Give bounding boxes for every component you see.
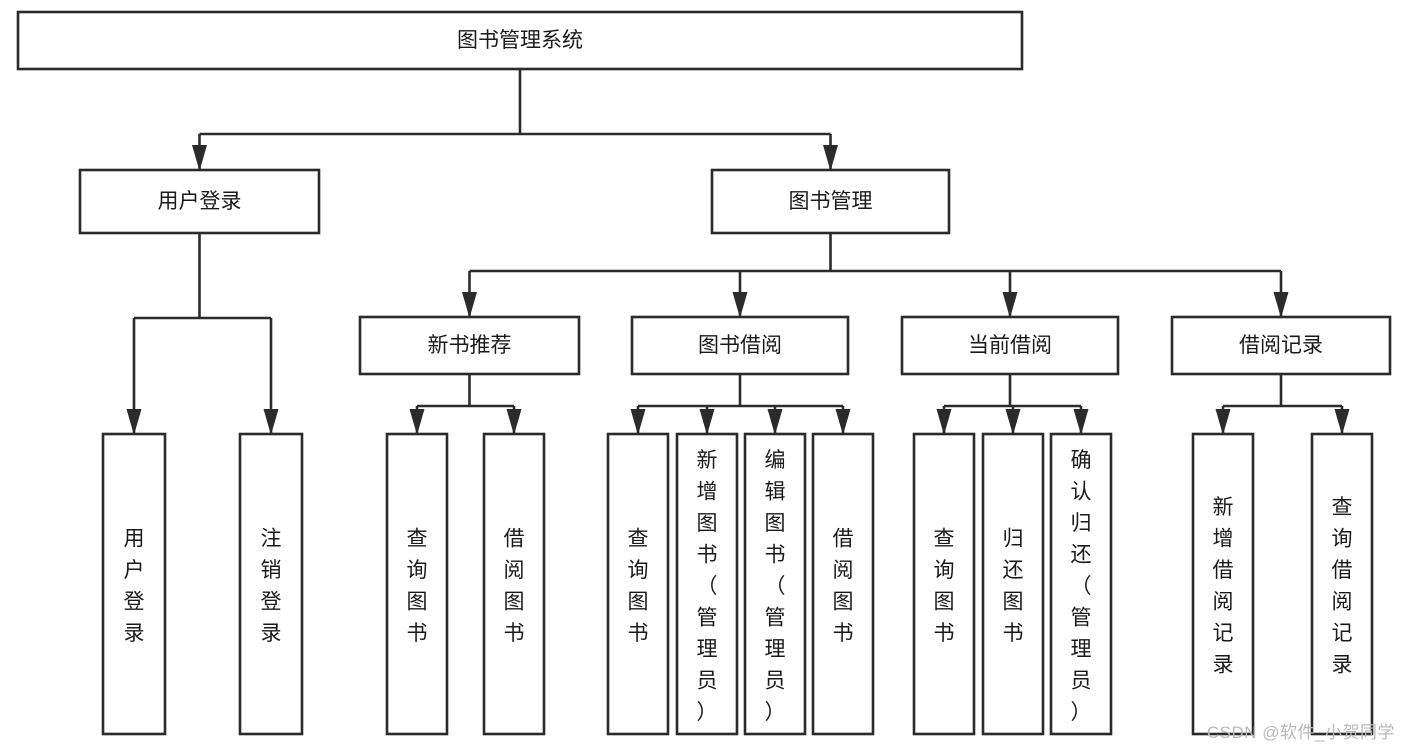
edge-arrowhead	[1073, 409, 1089, 435]
watermark: CSDN @软件_小贺同学	[1206, 723, 1395, 742]
edge-arrowhead	[936, 409, 952, 435]
node-leaf-query-book-cur[interactable]: 查询图书	[912, 432, 976, 736]
node-box[interactable]	[630, 315, 850, 376]
node-book-manage[interactable]: 图书管理	[710, 168, 951, 235]
node-leaf-query-book-borrow[interactable]: 查询图书	[606, 432, 670, 736]
node-label: 借阅记录	[1239, 334, 1323, 357]
node-box[interactable]	[743, 432, 807, 736]
edge-arrowhead	[767, 409, 783, 435]
node-box[interactable]	[238, 432, 304, 736]
node-root[interactable]: 图书管理系统	[16, 10, 1024, 71]
edge-arrowhead	[462, 292, 477, 318]
node-leaf-borrow-book[interactable]: 借阅图书	[811, 432, 875, 736]
node-box[interactable]	[385, 432, 449, 736]
node-label: 归还图书	[1003, 528, 1024, 646]
node-label: 查询图书	[628, 528, 649, 646]
edge-arrowhead	[732, 292, 748, 318]
edge-arrowhead	[1215, 409, 1231, 435]
edge-arrowhead	[126, 409, 142, 435]
node-leaf-borrow-book-rec[interactable]: 借阅图书	[482, 432, 546, 736]
node-box[interactable]	[16, 10, 1024, 71]
edge-arrowhead	[823, 145, 838, 171]
node-leaf-add-book[interactable]: 新增图书（管理员）	[675, 432, 739, 736]
nodes-layer: 图书管理系统用户登录图书管理新书推荐图书借阅当前借阅借阅记录用户登录注销登录查询…	[16, 10, 1392, 736]
edge-arrowhead	[506, 409, 522, 435]
edge-group-user-login	[126, 233, 279, 435]
node-leaf-edit-book[interactable]: 编辑图书（管理员）	[743, 432, 807, 736]
node-borrow-record[interactable]: 借阅记录	[1170, 315, 1392, 376]
node-label: 查询借阅记录	[1332, 496, 1353, 677]
node-label: 图书管理系统	[457, 29, 583, 52]
node-label: 用户登录	[124, 528, 145, 646]
edge-group-new-book-rec	[409, 374, 522, 435]
edge-arrowhead	[699, 409, 715, 435]
node-label: 新书推荐	[428, 334, 512, 357]
edge-group-book-borrow	[630, 374, 851, 435]
node-box[interactable]	[482, 432, 546, 736]
edge-arrowhead	[1334, 409, 1350, 435]
node-leaf-user-login[interactable]: 用户登录	[101, 432, 167, 736]
node-leaf-return-book[interactable]: 归还图书	[981, 432, 1045, 736]
node-box[interactable]	[358, 315, 581, 376]
node-book-borrow[interactable]: 图书借阅	[630, 315, 850, 376]
edge-arrowhead	[835, 409, 851, 435]
node-box[interactable]	[606, 432, 670, 736]
node-box[interactable]	[675, 432, 739, 736]
node-label: 当前借阅	[968, 334, 1052, 357]
node-box[interactable]	[1191, 432, 1255, 736]
node-user-login[interactable]: 用户登录	[78, 168, 321, 235]
node-box[interactable]	[1310, 432, 1374, 736]
edge-arrowhead	[192, 145, 207, 171]
node-box[interactable]	[1049, 432, 1113, 736]
node-leaf-confirm-return[interactable]: 确认归还（管理员）	[1049, 432, 1113, 736]
node-label: 确认归还（管理员）	[1071, 449, 1092, 724]
node-label: 查询图书	[934, 528, 955, 646]
edge-arrowhead	[1005, 409, 1021, 435]
node-box[interactable]	[912, 432, 976, 736]
edges-layer	[126, 69, 1350, 435]
node-label: 查询图书	[407, 528, 428, 646]
node-label: 借阅图书	[504, 528, 525, 646]
edge-arrowhead	[1002, 292, 1018, 318]
node-box[interactable]	[710, 168, 951, 235]
node-box[interactable]	[101, 432, 167, 736]
node-label: 用户登录	[158, 190, 242, 213]
edge-arrowhead	[630, 409, 646, 435]
node-label: 新增图书（管理员）	[697, 449, 718, 724]
node-box[interactable]	[78, 168, 321, 235]
node-new-book-rec[interactable]: 新书推荐	[358, 315, 581, 376]
edge-group-current-borrow	[936, 374, 1089, 435]
edge-arrowhead	[1273, 292, 1289, 318]
node-label: 注销登录	[261, 528, 282, 646]
node-leaf-add-record[interactable]: 新增借阅记录	[1191, 432, 1255, 736]
node-label: 借阅图书	[833, 528, 854, 646]
edge-arrowhead	[409, 409, 425, 435]
node-leaf-user-logout[interactable]: 注销登录	[238, 432, 304, 736]
edge-group-borrow-record	[1215, 374, 1350, 435]
node-leaf-query-record[interactable]: 查询借阅记录	[1310, 432, 1374, 736]
node-box[interactable]	[981, 432, 1045, 736]
node-box[interactable]	[900, 315, 1120, 376]
node-box[interactable]	[1170, 315, 1392, 376]
node-label: 编辑图书（管理员）	[765, 449, 786, 724]
edge-arrowhead	[263, 409, 279, 435]
node-box[interactable]	[811, 432, 875, 736]
node-label: 图书管理	[789, 190, 873, 213]
node-current-borrow[interactable]: 当前借阅	[900, 315, 1120, 376]
node-label: 新增借阅记录	[1213, 496, 1234, 677]
node-leaf-query-book-rec[interactable]: 查询图书	[385, 432, 449, 736]
edge-group-root	[192, 69, 838, 171]
edge-group-book-manage	[462, 233, 1289, 318]
node-label: 图书借阅	[698, 334, 782, 357]
